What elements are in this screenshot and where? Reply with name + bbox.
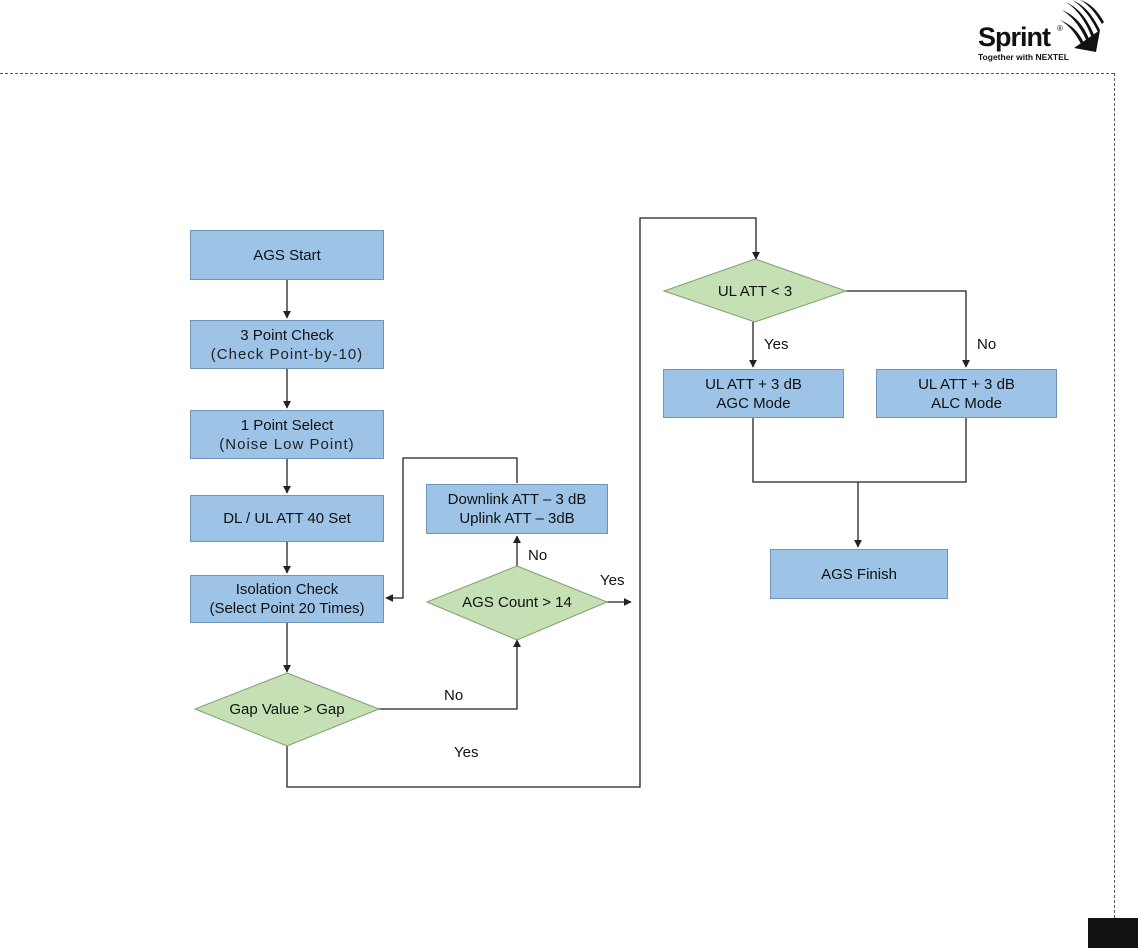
sprint-wing-icon [1060, 0, 1104, 52]
three-point-check-title: 3 Point Check [240, 326, 334, 344]
three-point-check-subtitle: (Check Point-by-10) [210, 345, 364, 363]
one-point-select-node: 1 Point Select (Noise Low Point) [190, 410, 384, 459]
sprint-logo: Sprint ® Together with NEXTEL [968, 0, 1118, 70]
three-point-check-node: 3 Point Check (Check Point-by-10) [190, 320, 384, 369]
logo-registered-mark: ® [1057, 24, 1063, 33]
ul-yes-label: Yes [764, 336, 789, 353]
gap-decision-label: Gap Value > Gap [229, 700, 345, 718]
ags-finish-node: AGS Finish [770, 549, 948, 599]
ul-no-label: No [977, 336, 997, 353]
ags-count-decision-shape [425, 565, 609, 641]
isolation-check-title: Isolation Check [235, 581, 339, 598]
agc-mode-node: UL ATT + 3 dB AGC Mode [663, 369, 844, 418]
top-dashed-border [0, 73, 1114, 74]
edge-gap-no [376, 639, 521, 710]
edge-merge [752, 418, 967, 483]
dl-ul-att-set-label: DL / UL ATT 40 Set [223, 510, 351, 527]
ags-finish-label: AGS Finish [821, 565, 897, 583]
att-decrease-node: Downlink ATT – 3 dB Uplink ATT – 3dB [426, 484, 608, 534]
gap-yes-label: Yes [454, 744, 479, 761]
edge-loop-back [385, 457, 518, 602]
logo-tagline: Together with NEXTEL [978, 52, 1069, 62]
gap-no-label: No [444, 687, 464, 704]
alc-mode-subtitle: ALC Mode [931, 394, 1002, 412]
alc-mode-title: UL ATT + 3 dB [918, 375, 1015, 393]
right-dashed-border [1114, 73, 1115, 923]
ags-count-decision-label: AGS Count > 14 [462, 593, 572, 611]
edge-ul-no [846, 290, 970, 368]
ul-att-decision-shape [662, 258, 848, 323]
one-point-select-subtitle: (Noise Low Point) [219, 435, 355, 453]
isolation-check-subtitle: (Select Point 20 Times) [209, 600, 365, 617]
one-point-select-title: 1 Point Select [240, 416, 334, 434]
agc-mode-subtitle: AGC Mode [716, 394, 791, 412]
count-yes-label: Yes [600, 572, 625, 589]
att-decrease-uplink: Uplink ATT – 3dB [459, 510, 575, 527]
ul-att-decision-label: UL ATT < 3 [717, 282, 793, 300]
gap-decision-shape [193, 672, 381, 747]
page-corner-tab [1088, 918, 1138, 948]
isolation-check-node: Isolation Check (Select Point 20 Times) [190, 575, 384, 623]
ags-start-label: AGS Start [253, 246, 321, 264]
logo-wordmark: Sprint [978, 22, 1051, 52]
edge-gap-yes [286, 217, 760, 788]
att-decrease-downlink: Downlink ATT – 3 dB [447, 491, 587, 508]
ags-start-node: AGS Start [190, 230, 384, 280]
alc-mode-node: UL ATT + 3 dB ALC Mode [876, 369, 1057, 418]
agc-mode-title: UL ATT + 3 dB [705, 375, 802, 393]
dl-ul-att-set-node: DL / UL ATT 40 Set [190, 495, 384, 542]
count-no-label: No [528, 547, 548, 564]
